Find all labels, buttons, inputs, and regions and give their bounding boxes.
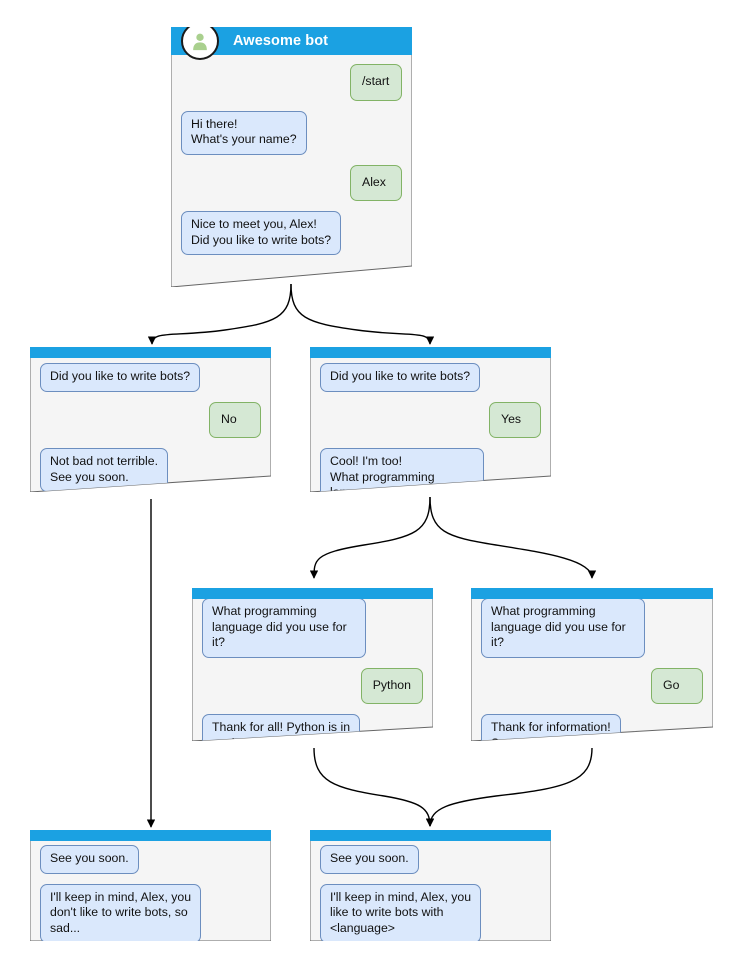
window-titlebar [310,830,551,841]
bot-message: I'll keep in mind, Alex, you like to wri… [320,883,482,941]
user-message: /start [350,64,402,101]
message-row: Go [481,667,703,704]
message-row: Did you like to write bots? [40,363,261,392]
window-titlebar [192,588,433,599]
person-avatar-icon [181,27,219,60]
window-titlebar [30,347,271,358]
message-list: What programming language did you use fo… [192,596,433,741]
window-titlebar: Awesome bot [171,27,412,60]
message-row: What programming language did you use fo… [481,598,703,658]
message-row: No [40,401,261,438]
edge-yes-to-python [309,496,431,579]
bot-message: Cool! I'm too! What programming language… [320,448,484,492]
message-list: See you soon. I'll keep in mind, Alex, y… [310,841,551,941]
message-row: See you soon. [320,845,541,874]
user-message: No [209,401,261,438]
node-ending-no[interactable]: See you soon. I'll keep in mind, Alex, y… [30,830,271,941]
message-row: Cool! I'm too! What programming language… [320,448,541,492]
node-answer-go[interactable]: What programming language did you use fo… [471,588,713,741]
message-row: I'll keep in mind, Alex, you like to wri… [320,883,541,941]
user-message: Go [651,667,703,704]
edge-yes-to-go [429,496,597,579]
bot-message: What programming language did you use fo… [202,598,366,658]
bot-message: What programming language did you use fo… [481,598,646,658]
node-ending-yes[interactable]: See you soon. I'll keep in mind, Alex, y… [310,830,551,941]
node-awesome-bot-start[interactable]: Awesome bot /start Hi there! What's your… [171,27,412,287]
edge-go-to-ending-yes [425,747,593,827]
message-list: Did you like to write bots? No Not bad n… [30,358,271,492]
message-list: /start Hi there! What's your name? Alex … [171,55,412,265]
bot-title: Awesome bot [233,33,329,49]
bot-message: See you soon. [320,845,419,874]
edge-start-to-no [147,283,292,345]
message-row: Did you like to write bots? [320,363,541,392]
user-message: Yes [489,401,541,438]
node-answer-no[interactable]: Did you like to write bots? No Not bad n… [30,347,271,492]
bot-message: Nice to meet you, Alex! Did you like to … [181,211,342,255]
user-message: Python [360,667,423,704]
bot-message: See you soon. [40,845,139,874]
bot-message: I'll keep in mind, Alex, you don't like … [40,883,202,941]
message-row: I'll keep in mind, Alex, you don't like … [40,883,261,941]
message-row: What programming language did you use fo… [202,598,423,658]
edge-python-to-ending-yes [313,747,435,827]
person-glyph [193,33,207,51]
bot-message: Did you like to write bots? [320,363,481,392]
message-row: Alex [181,164,402,201]
message-row: See you soon. [40,845,261,874]
message-row: Yes [320,401,541,438]
node-answer-python[interactable]: What programming language did you use fo… [192,588,433,741]
bot-message: Did you like to write bots? [40,363,201,392]
message-row: Nice to meet you, Alex! Did you like to … [181,211,402,255]
bot-message: Hi there! What's your name? [181,110,307,155]
node-answer-yes[interactable]: Did you like to write bots? Yes Cool! I'… [310,347,551,492]
window-titlebar [30,830,271,841]
message-list: What programming language did you use fo… [471,596,713,741]
user-message: Alex [350,164,402,201]
message-row: /start [181,64,402,101]
message-row: Python [202,667,423,704]
window-titlebar [471,588,713,599]
message-list: See you soon. I'll keep in mind, Alex, y… [30,841,271,941]
message-list: Did you like to write bots? Yes Cool! I'… [310,358,551,492]
message-row: Hi there! What's your name? [181,110,402,155]
edge-start-to-yes [290,283,435,345]
window-titlebar [310,347,551,358]
